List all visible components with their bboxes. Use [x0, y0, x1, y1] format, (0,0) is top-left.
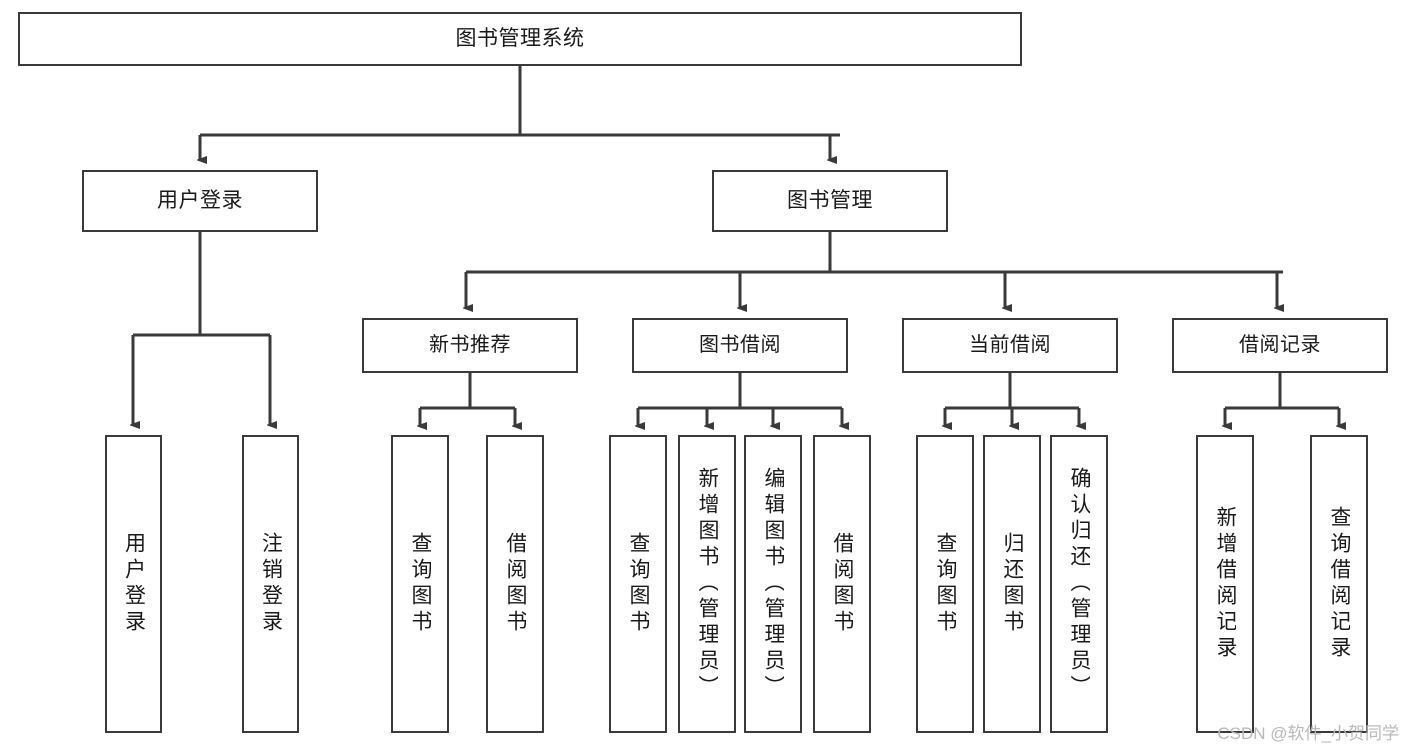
node-book-borrow-label: 图书借阅 — [699, 333, 781, 356]
node-current-borrow-label: 当前借阅 — [969, 333, 1051, 356]
leaf-borrow-query-book[interactable]: 查询图书 — [609, 435, 667, 733]
leaf-label: 借阅图书 — [504, 532, 527, 636]
leaf-label: 编辑图书（管理员） — [762, 467, 785, 701]
leaf-current-query-book[interactable]: 查询图书 — [916, 435, 974, 733]
leaf-label: 新增图书（管理员） — [696, 467, 719, 701]
leaf-label: 归还图书 — [1001, 532, 1024, 636]
leaf-label: 用户登录 — [122, 532, 145, 636]
leaf-borrow-add-book-admin[interactable]: 新增图书（管理员） — [678, 435, 736, 733]
node-borrow-record-label: 借阅记录 — [1239, 333, 1321, 356]
leaf-label: 查询图书 — [934, 532, 957, 636]
node-root-system[interactable]: 图书管理系统 — [18, 12, 1022, 66]
leaf-recommend-borrow-book[interactable]: 借阅图书 — [486, 435, 544, 733]
leaf-recommend-query-book[interactable]: 查询图书 — [391, 435, 449, 733]
leaf-borrow-borrow-book[interactable]: 借阅图书 — [813, 435, 871, 733]
leaf-user-login-logout[interactable]: 注销登录 — [242, 435, 299, 733]
leaf-label: 确认归还（管理员） — [1068, 467, 1091, 701]
leaf-record-query-record[interactable]: 查询借阅记录 — [1310, 435, 1368, 733]
watermark-text: CSDN @软件_小贺同学 — [1217, 724, 1399, 743]
node-borrow-record[interactable]: 借阅记录 — [1172, 318, 1388, 373]
leaf-label: 查询借阅记录 — [1328, 506, 1351, 662]
leaf-current-return-book[interactable]: 归还图书 — [983, 435, 1041, 733]
node-book-manage[interactable]: 图书管理 — [712, 170, 948, 232]
node-book-manage-label: 图书管理 — [787, 188, 873, 212]
node-new-book-recommend[interactable]: 新书推荐 — [362, 318, 578, 373]
leaf-label: 注销登录 — [259, 532, 282, 636]
leaf-label: 借阅图书 — [831, 532, 854, 636]
node-root-label: 图书管理系统 — [455, 26, 585, 50]
leaf-label: 查询图书 — [409, 532, 432, 636]
leaf-label: 新增借阅记录 — [1214, 506, 1237, 662]
leaf-label: 查询图书 — [627, 532, 650, 636]
node-user-login[interactable]: 用户登录 — [82, 170, 318, 232]
node-book-borrow[interactable]: 图书借阅 — [632, 318, 848, 373]
leaf-record-add-record[interactable]: 新增借阅记录 — [1196, 435, 1254, 733]
node-user-login-label: 用户登录 — [157, 188, 243, 212]
leaf-user-login-login[interactable]: 用户登录 — [105, 435, 162, 733]
node-new-book-recommend-label: 新书推荐 — [429, 333, 511, 356]
leaf-current-confirm-return-admin[interactable]: 确认归还（管理员） — [1050, 435, 1108, 733]
node-current-borrow[interactable]: 当前借阅 — [902, 318, 1118, 373]
leaf-borrow-edit-book-admin[interactable]: 编辑图书（管理员） — [744, 435, 802, 733]
